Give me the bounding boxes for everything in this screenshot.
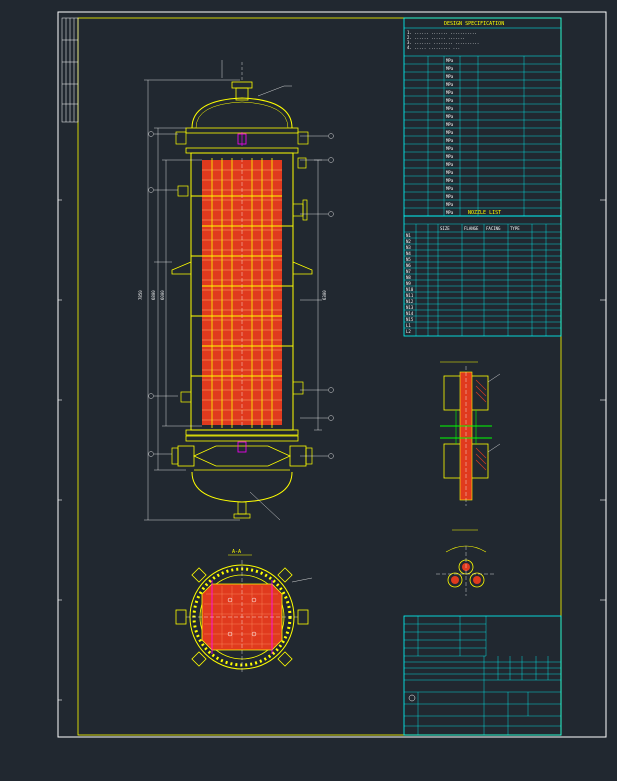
svg-text:7850: 7850 (138, 290, 143, 300)
svg-text:N5: N5 (406, 257, 411, 262)
svg-text:FACING: FACING (486, 226, 501, 231)
svg-text:MPa: MPa (446, 162, 454, 167)
svg-text:L1: L1 (406, 323, 411, 328)
svg-text:6300: 6300 (322, 290, 327, 300)
svg-text:MPa: MPa (446, 66, 454, 71)
svg-text:3. ....... ........ ..........: 3. ....... ........ .......... (407, 40, 479, 45)
svg-text:N3: N3 (406, 245, 411, 250)
svg-text:N11: N11 (406, 293, 414, 298)
svg-text:MPa: MPa (446, 146, 454, 151)
svg-text:N14: N14 (406, 311, 414, 316)
svg-text:MPa: MPa (446, 58, 454, 63)
section-a-a: A-A (175, 549, 313, 674)
svg-text:MPa: MPa (446, 202, 454, 207)
svg-text:MPa: MPa (446, 178, 454, 183)
detail-tie-rod (436, 529, 496, 596)
svg-text:N13: N13 (406, 305, 414, 310)
svg-text:MPa: MPa (446, 154, 454, 159)
svg-text:MPa: MPa (446, 82, 454, 87)
svg-text:MPa: MPa (446, 122, 454, 127)
svg-text:N10: N10 (406, 287, 414, 292)
svg-text:6000: 6000 (160, 290, 165, 300)
nozzle-list-table: NOZZLE LIST SIZE FLANGE FACING TYPE N1 N… (403, 210, 562, 337)
svg-text:N1: N1 (406, 233, 411, 238)
title-block (403, 615, 562, 736)
svg-text:N15: N15 (406, 317, 414, 322)
svg-text:N7: N7 (406, 269, 411, 274)
svg-text:N4: N4 (406, 251, 411, 256)
svg-text:MPa: MPa (446, 186, 454, 191)
svg-text:4. ..... ......... ...: 4. ..... ......... ... (407, 45, 460, 50)
svg-text:1. ...... ....... ...........: 1. ...... ....... ........... (407, 30, 477, 35)
nozzle-title: NOZZLE LIST (468, 210, 501, 216)
svg-text:MPa: MPa (446, 74, 454, 79)
svg-text:MPa: MPa (446, 210, 454, 215)
svg-text:TYPE: TYPE (510, 226, 520, 231)
vessel-elevation: 7850 6800 6000 6300 (138, 60, 334, 521)
svg-text:MPa: MPa (446, 98, 454, 103)
svg-text:MPa: MPa (446, 106, 454, 111)
svg-text:N9: N9 (406, 281, 411, 286)
svg-text:2. ...... ...... .......: 2. ...... ...... ....... (407, 35, 465, 40)
section-label: A-A (232, 549, 241, 555)
detail-tube-joint (440, 361, 501, 506)
design-spec-table: DESIGN SPECIFICATION 1. ...... ....... .… (403, 17, 562, 217)
svg-text:MPa: MPa (446, 170, 454, 175)
svg-text:N12: N12 (406, 299, 414, 304)
svg-text:MPa: MPa (446, 90, 454, 95)
svg-text:FLANGE: FLANGE (464, 226, 479, 231)
inner-frame (77, 17, 562, 736)
svg-text:MPa: MPa (446, 194, 454, 199)
svg-text:MPa: MPa (446, 114, 454, 119)
svg-text:N2: N2 (406, 239, 411, 244)
svg-text:MPa: MPa (446, 138, 454, 143)
svg-text:L2: L2 (406, 329, 411, 334)
svg-text:N8: N8 (406, 275, 411, 280)
spec-title: DESIGN SPECIFICATION (444, 21, 504, 27)
frame-ticks (58, 199, 606, 701)
svg-text:N6: N6 (406, 263, 411, 268)
svg-text:MPa: MPa (446, 130, 454, 135)
svg-text:6800: 6800 (151, 290, 156, 300)
revision-strip (61, 17, 79, 123)
svg-text:SIZE: SIZE (440, 226, 450, 231)
outer-frame (57, 11, 607, 738)
